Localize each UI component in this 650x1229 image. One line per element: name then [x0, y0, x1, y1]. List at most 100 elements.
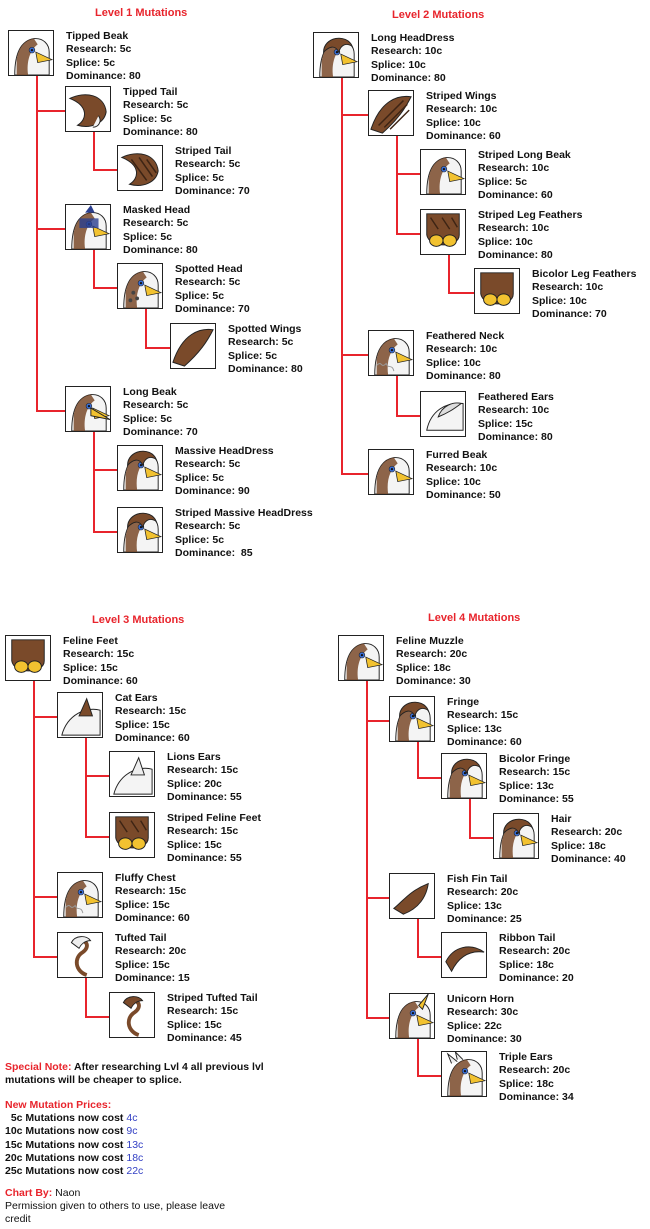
- splice-cost: Splice: 13c: [447, 722, 502, 735]
- credits-label: Chart By:: [5, 1187, 53, 1199]
- research-cost: Research: 5c: [228, 336, 294, 349]
- tree-connector: [469, 837, 493, 839]
- tree-connector: [93, 531, 117, 533]
- credits: Chart By: Naon Permission given to other…: [5, 1187, 225, 1227]
- tree-connector: [85, 775, 109, 777]
- mutation-name: Spotted Head: [175, 263, 243, 275]
- mutation-name: Fringe: [447, 696, 480, 708]
- massive-headdress-icon: [117, 445, 163, 491]
- tree-connector: [33, 896, 57, 898]
- furred-beak-icon: [368, 449, 414, 495]
- dominance-value: Dominance: 80: [123, 126, 198, 139]
- research-cost: Research: 15c: [167, 825, 239, 838]
- dominance-value: Dominance: 70: [175, 303, 250, 316]
- dominance-value: Dominance: 80: [228, 363, 303, 376]
- splice-cost: Splice: 18c: [499, 958, 554, 971]
- splice-cost: Splice: 18c: [396, 661, 451, 674]
- mutation-name: Feathered Ears: [478, 391, 554, 403]
- striped-massive-headdress-icon: [117, 507, 163, 553]
- tree-connector: [36, 228, 65, 230]
- tree-connector: [341, 354, 368, 356]
- price-row: 25c Mutations now cost 22c: [5, 1165, 144, 1178]
- tree-connector: [93, 469, 117, 471]
- tree-connector: [366, 720, 389, 722]
- dominance-value: Dominance: 70: [175, 185, 250, 198]
- mutation-name: Massive HeadDress: [175, 445, 274, 457]
- fish-fin-tail-icon: [389, 873, 435, 919]
- mutation-name: Tipped Beak: [66, 30, 129, 42]
- splice-cost: Splice: 15c: [167, 838, 222, 851]
- tree-connector: [417, 956, 441, 958]
- new-prices: New Mutation Prices: 5c Mutations now co…: [5, 1099, 143, 1178]
- dominance-value: Dominance: 70: [123, 426, 198, 439]
- dominance-value: Dominance: 70: [532, 308, 607, 321]
- mutation-name: Striped Tail: [175, 145, 232, 157]
- dominance-value: Dominance: 30: [447, 1033, 522, 1046]
- splice-cost: Splice: 15c: [115, 898, 170, 911]
- splice-cost: Splice: 13c: [447, 899, 502, 912]
- dominance-value: Dominance: 60: [426, 130, 501, 143]
- tree-connector: [93, 132, 95, 170]
- splice-cost: Splice: 15c: [478, 417, 533, 430]
- splice-cost: Splice: 22c: [447, 1019, 502, 1032]
- striped-tufted-tail-icon: [109, 992, 155, 1038]
- fluffy-chest-icon: [57, 872, 103, 918]
- dominance-value: Dominance: 50: [426, 489, 501, 502]
- tree-connector: [93, 432, 95, 532]
- striped-feline-feet-icon: [109, 812, 155, 858]
- research-cost: Research: 5c: [175, 276, 241, 289]
- level-title: Level 4 Mutations: [428, 612, 521, 624]
- tree-connector: [417, 1039, 419, 1076]
- price-row: 10c Mutations now cost 9c: [5, 1125, 138, 1138]
- dominance-value: Dominance: 15: [115, 972, 190, 985]
- research-cost: Research: 10c: [426, 103, 498, 116]
- tree-connector: [36, 110, 65, 112]
- price-value: 22c: [126, 1165, 144, 1178]
- tree-connector: [396, 415, 420, 417]
- tree-connector: [85, 836, 109, 838]
- splice-cost: Splice: 5c: [123, 112, 173, 125]
- mutation-name: Feathered Neck: [426, 330, 505, 342]
- research-cost: Research: 20c: [499, 1064, 571, 1077]
- lions-ears-icon: [109, 751, 155, 797]
- dominance-value: Dominance: 85: [175, 547, 253, 560]
- splice-cost: Splice: 15c: [63, 661, 118, 674]
- tree-connector: [469, 799, 471, 838]
- dominance-value: Dominance: 80: [371, 72, 446, 85]
- mutation-name: Tufted Tail: [115, 932, 167, 944]
- splice-cost: Splice: 15c: [167, 1018, 222, 1031]
- tree-connector: [396, 136, 398, 234]
- credits-permission-1: Permission given to others to use, pleas…: [5, 1200, 226, 1213]
- splice-cost: Splice: 10c: [426, 116, 481, 129]
- tree-connector: [93, 250, 95, 288]
- research-cost: Research: 5c: [175, 158, 241, 171]
- tree-connector: [33, 716, 57, 718]
- tree-connector: [93, 169, 117, 171]
- dominance-value: Dominance: 60: [115, 912, 190, 925]
- mutation-name: Ribbon Tail: [499, 932, 556, 944]
- mutation-name: Bicolor Leg Feathers: [532, 268, 637, 280]
- feline-feet-icon: [5, 635, 51, 681]
- research-cost: Research: 5c: [123, 217, 189, 230]
- splice-cost: Splice: 5c: [175, 533, 225, 546]
- mutation-name: Striped Tufted Tail: [167, 992, 258, 1004]
- research-cost: Research: 20c: [447, 886, 519, 899]
- research-cost: Research: 10c: [371, 45, 443, 58]
- dominance-value: Dominance: 80: [66, 70, 141, 83]
- dominance-value: Dominance: 45: [167, 1032, 242, 1045]
- research-cost: Research: 15c: [115, 705, 187, 718]
- unicorn-horn-icon: [389, 993, 435, 1039]
- tree-connector: [85, 738, 87, 837]
